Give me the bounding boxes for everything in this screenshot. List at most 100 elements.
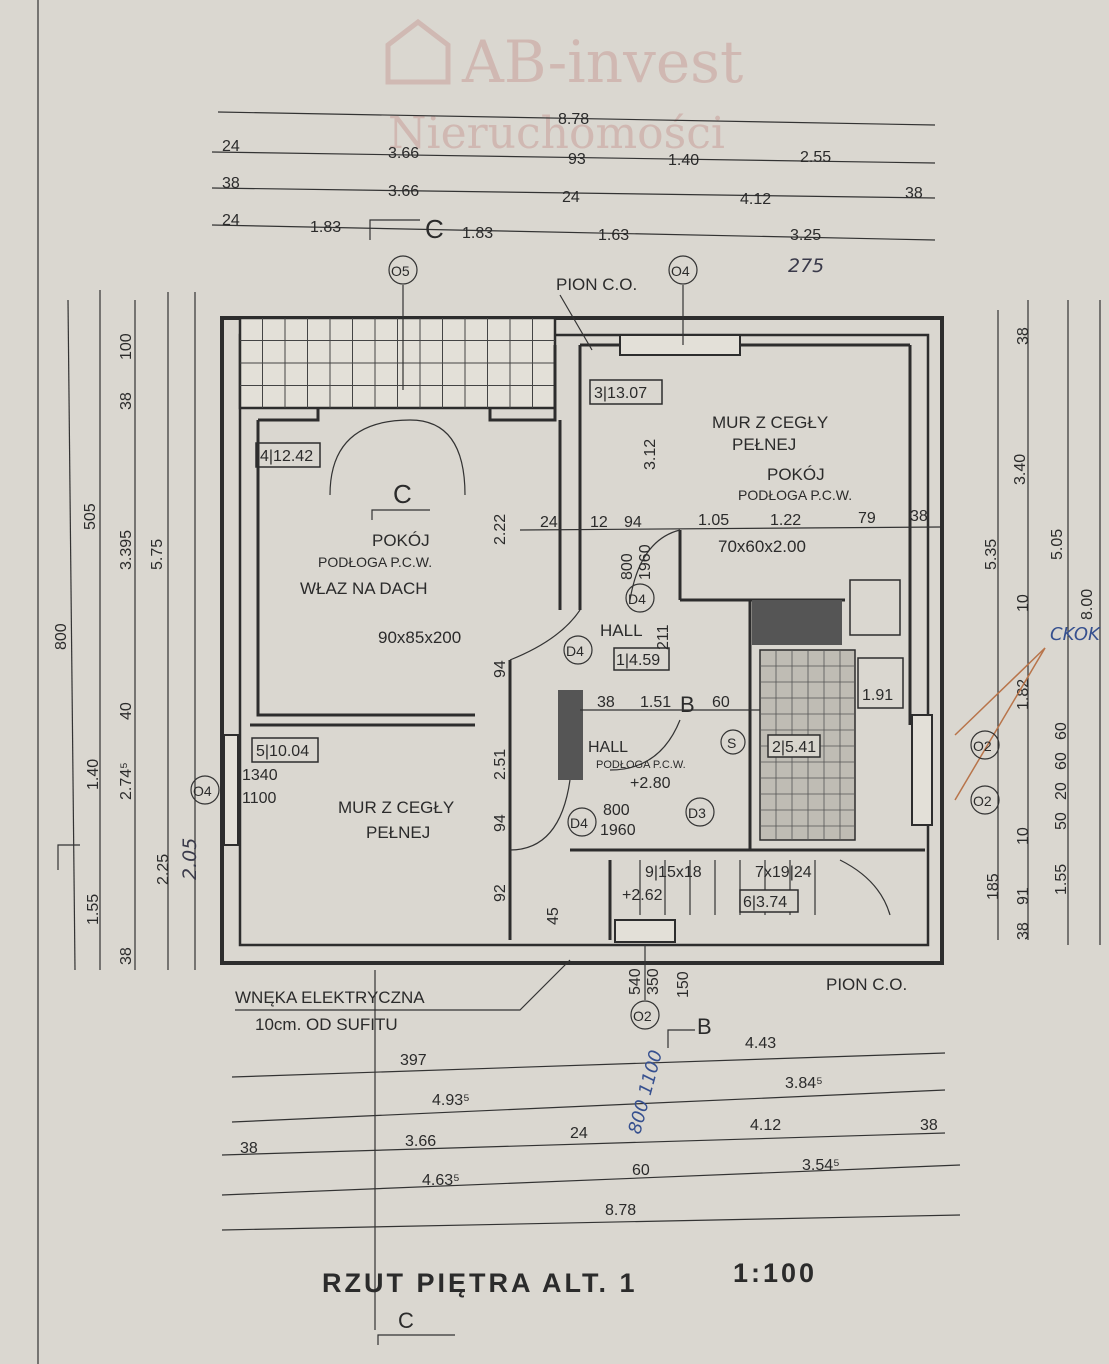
bottom-dim-38b: 38 <box>920 1117 938 1134</box>
left-dim-205: 2.05 <box>179 838 201 880</box>
hall2-name: HALL <box>588 739 628 756</box>
right-dim-60a: 60 <box>1053 752 1070 770</box>
vent-block <box>558 690 583 780</box>
inner-251: 2.51 <box>492 749 509 780</box>
top-dim-r3-c: 24 <box>562 189 580 206</box>
top-dim-r4-c: 1.83 <box>462 225 493 242</box>
room-labels: 4|12.42 POKÓJ PODŁOGA P.C.W. WŁAZ NA DAC… <box>235 275 907 1034</box>
right-dim-50: 50 <box>1053 812 1070 830</box>
title-text: RZUT PIĘTRA ALT. 1 <box>322 1268 638 1298</box>
hall2-floor: PODŁOGA P.C.W. <box>596 759 686 771</box>
section-c-mid: C <box>393 479 412 509</box>
right-dim-155: 1.55 <box>1053 864 1070 895</box>
right-dim-182: 1.82 <box>1015 679 1032 710</box>
symbol-o2-right-b: O2 <box>973 793 992 809</box>
hall1-name: HALL <box>600 621 643 640</box>
right-dim-38: 38 <box>1015 327 1032 345</box>
inner-150: 150 <box>675 971 692 998</box>
top-dim-r3-b: 3.66 <box>388 183 419 200</box>
left-dim-38b: 38 <box>118 947 135 965</box>
symbol-o4-left: O4 <box>193 783 212 799</box>
bottom-dim-397: 397 <box>400 1052 427 1069</box>
symbol-o5: O5 <box>391 263 410 279</box>
left-dim-575: 5.75 <box>149 539 166 570</box>
top-dim-r2-b: 3.66 <box>388 145 419 162</box>
left-dimension-lines: 800 505 5.75 100 38 3.395 40 1.40 2.74⁵ … <box>53 290 201 971</box>
bottom-dim-412: 4.12 <box>750 1117 781 1134</box>
bottom-dim-38a: 38 <box>240 1140 258 1157</box>
inner-350: 350 <box>645 968 662 995</box>
inner-45: 45 <box>545 907 562 925</box>
bottom-dim-3845: 3.84⁵ <box>785 1075 823 1092</box>
inner-122: 1.22 <box>770 512 801 529</box>
left-dim-155: 1.55 <box>85 894 102 925</box>
inner-79: 79 <box>858 510 876 527</box>
inner-151: 1.51 <box>640 694 671 711</box>
inner-1340: 1340 <box>242 767 278 784</box>
top-dim-r3-a: 38 <box>222 175 240 192</box>
bottom-dim-3545: 3.54⁵ <box>802 1157 840 1174</box>
top-dim-r3-d: 4.12 <box>740 191 771 208</box>
section-b-upper: B <box>680 692 695 717</box>
inner-94: 94 <box>624 514 642 531</box>
bottom-dim-366: 3.66 <box>405 1133 436 1150</box>
left-dim-800: 800 <box>53 623 70 650</box>
level-262: +2.62 <box>622 887 663 904</box>
inner-92: 92 <box>492 884 509 902</box>
right-dim-60b: 60 <box>1053 722 1070 740</box>
symbol-o2-right-a: O2 <box>973 738 992 754</box>
bottom-dim-443: 4.43 <box>745 1035 776 1052</box>
left-dim-505: 505 <box>82 503 99 530</box>
symbol-o4-top: O4 <box>671 263 690 279</box>
symbol-d4-a: D4 <box>628 591 646 607</box>
symbol-d4-c: D4 <box>570 815 588 831</box>
inner-1100: 1100 <box>242 790 277 807</box>
top-dim-r4-a: 24 <box>222 212 240 229</box>
niche-label-1: WNĘKA ELEKTRYCZNA <box>235 988 425 1007</box>
inner-94c: 94 <box>492 814 509 832</box>
symbol-d4-b: D4 <box>566 643 584 659</box>
room4-name: POKÓJ <box>372 531 430 550</box>
left-dim-3395: 3.395 <box>118 530 135 570</box>
left-dim-140: 1.40 <box>85 759 102 790</box>
room5-code: 5|10.04 <box>256 743 309 760</box>
symbols: O5 O4 O4 O2 O2 O2 D4 D4 D4 D3 S <box>190 255 1000 1030</box>
stairs-dim-2: 7x19|24 <box>755 864 812 881</box>
right-dimension-lines: 38 3.40 5.35 5.05 10 1.82 8.00 60 20 60 … <box>954 300 1101 945</box>
inner-222: 2.22 <box>492 514 509 545</box>
left-dim-100: 100 <box>118 333 135 360</box>
left-dim-225: 2.25 <box>155 854 172 885</box>
room4-floor: PODŁOGA P.C.W. <box>318 554 432 570</box>
section-mark-b: B B C <box>371 479 712 1048</box>
room4-code: 4|12.42 <box>260 448 313 465</box>
symbol-o2-bottom: O2 <box>633 1008 652 1024</box>
niche-label-2: 10cm. OD SUFITU <box>255 1015 398 1034</box>
stairs <box>639 859 891 916</box>
inner-12: 12 <box>590 514 608 531</box>
wall-note-bottom-1: MUR Z CEGŁY <box>338 798 454 817</box>
top-dim-total: 8.78 <box>558 111 589 128</box>
section-c-bottom: C <box>398 1308 414 1333</box>
right-dim-505: 5.05 <box>1049 529 1066 560</box>
chimney-size: 70x60x2.00 <box>718 537 806 556</box>
roof-hatch-label: WŁAZ NA DACH <box>300 579 428 598</box>
symbol-s: S <box>727 735 736 751</box>
blue-note: CKOK <box>1050 624 1101 645</box>
right-dim-91: 91 <box>1015 887 1032 905</box>
room3-name: POKÓJ <box>767 465 825 484</box>
room2-code: 2|5.41 <box>772 739 816 756</box>
roof-hatch-size: 90x85x200 <box>378 628 461 647</box>
hall1-code: 1|4.59 <box>616 652 660 669</box>
bottom-dim-4635: 4.63⁵ <box>422 1172 460 1189</box>
bottom-dim-24: 24 <box>570 1125 588 1142</box>
wall-note-top-1: MUR Z CEGŁY <box>712 413 828 432</box>
section-mark-b-left <box>57 844 80 870</box>
top-dim-r2-d: 1.40 <box>668 152 699 169</box>
scale-text: 1:100 <box>733 1258 817 1288</box>
right-dim-340: 3.40 <box>1012 454 1029 485</box>
top-dim-r3-e: 38 <box>905 185 923 202</box>
inner-800a: 800 <box>619 553 636 580</box>
top-dim-r4-d: 1.63 <box>598 227 629 244</box>
section-letter: C <box>425 214 444 244</box>
top-dim-r2-e: 2.55 <box>800 149 831 166</box>
